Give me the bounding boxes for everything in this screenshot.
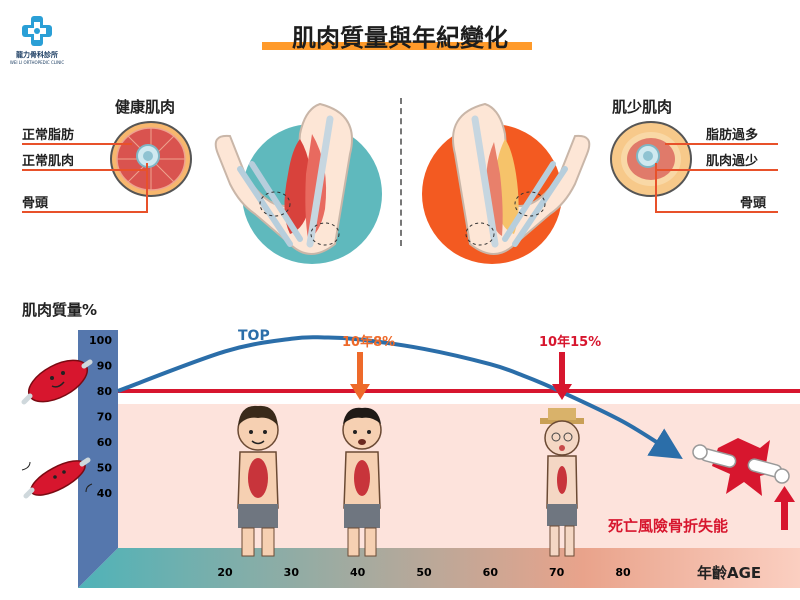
pointer-line [22, 211, 148, 213]
annotation-top: TOP [238, 328, 270, 344]
clinic-name: 龍力骨科診所 [16, 51, 58, 59]
y-axis-label: 肌肉質量% [22, 301, 98, 319]
section-divider [400, 98, 402, 246]
y-axis-band [78, 330, 118, 588]
elderly-person-age-70-icon [540, 408, 584, 557]
y-tick-label: 80 [97, 385, 113, 398]
medical-cross-logo-icon [22, 16, 52, 46]
x-tick-label: 40 [350, 566, 366, 579]
title-underline [262, 42, 532, 50]
pointer-line [655, 211, 778, 213]
y-tick-label: 90 [97, 360, 113, 373]
x-tick-label: 60 [483, 566, 499, 579]
pointer-line [146, 163, 148, 213]
y-tick-label: 60 [97, 436, 113, 449]
label-bone: 骨頭 [22, 196, 49, 211]
clinic-logo: 龍力骨科診所 WEI LI ORTHOPEDIC CLINIC [6, 14, 68, 65]
healthy-arm-illustration [214, 102, 382, 264]
x-tick-label: 70 [549, 566, 565, 579]
annotation-drop-70: 10年15% [539, 335, 602, 350]
x-tick-label: 20 [217, 566, 233, 579]
sarcopenia-arm-illustration [422, 102, 591, 264]
muscle-mass-curve [117, 335, 683, 459]
clinic-subtitle: WEI LI ORTHOPEDIC CLINIC [9, 60, 65, 65]
label-normal-muscle: 正常肌肉 [22, 154, 75, 169]
drop-arrow-70 [552, 352, 572, 400]
label-normal-fat: 正常脂肪 [22, 128, 75, 143]
chart-zone-pink [118, 404, 800, 548]
sarcopenia-heading: 肌少肌肉 [612, 98, 673, 116]
pointer-line [655, 163, 657, 213]
broken-bone-icon [692, 438, 790, 496]
pointer-line [22, 169, 148, 171]
person-age-20-icon [237, 405, 279, 557]
annotation-drop-40: 10年8% [342, 335, 396, 350]
x-tick-label: 50 [416, 566, 432, 579]
annotation-risk: 死亡風險骨折失能 [608, 517, 729, 535]
y-tick-label: 100 [89, 334, 112, 347]
drop-arrow-40 [350, 352, 370, 400]
label-excess-fat: 脂肪過多 [706, 128, 759, 143]
healthy-muscle-cross-section-icon [110, 121, 192, 197]
x-tick-label: 80 [615, 566, 631, 579]
person-age-40-icon [342, 407, 382, 557]
risk-up-arrow [774, 486, 795, 530]
pointer-line [655, 169, 778, 171]
label-low-muscle: 肌肉過少 [706, 154, 759, 169]
x-axis-band [78, 548, 800, 588]
label-bone-right: 骨頭 [740, 196, 767, 211]
x-axis-label: 年齡AGE [697, 564, 762, 582]
y-tick-label: 70 [97, 411, 113, 424]
healthy-heading: 健康肌肉 [115, 98, 176, 116]
y-tick-label: 40 [97, 487, 113, 500]
strong-muscle-icon [21, 359, 93, 405]
x-tick-label: 30 [284, 566, 300, 579]
pointer-line [22, 143, 132, 145]
page-title: 肌肉質量與年紀變化 [292, 24, 508, 52]
y-tick-label: 50 [97, 462, 113, 475]
pointer-line [665, 143, 778, 145]
weak-muscle-icon [21, 457, 93, 499]
